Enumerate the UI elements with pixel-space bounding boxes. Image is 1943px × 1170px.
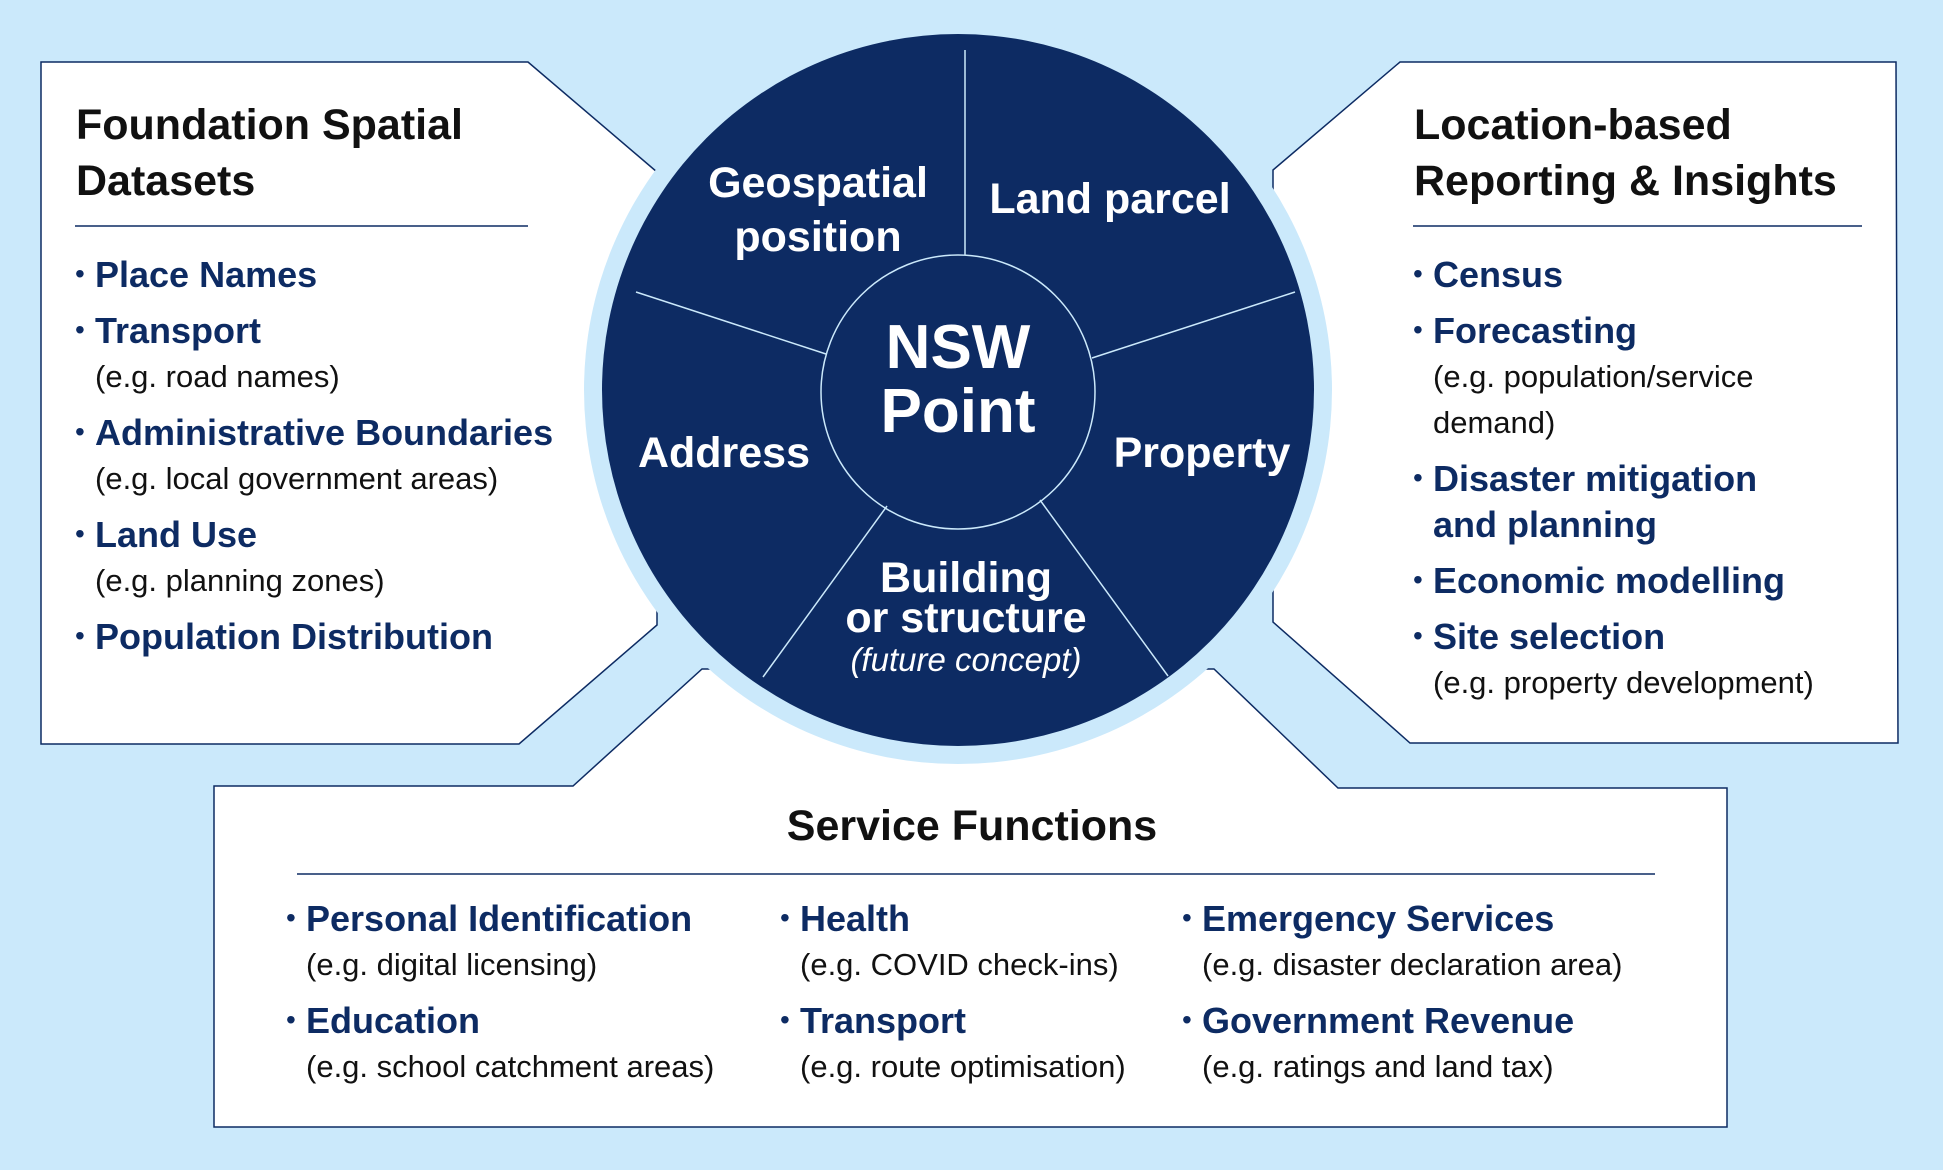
services-column-2: Health (e.g. COVID check-ins) Transport …	[780, 896, 1180, 1100]
item-note: (e.g. disaster declaration area)	[1202, 947, 1623, 982]
item-note: (e.g. planning zones)	[95, 563, 385, 598]
item-note: (e.g. ratings and land tax)	[1202, 1049, 1554, 1084]
list-item: Government Revenue (e.g. ratings and lan…	[1182, 998, 1712, 1090]
hub-divider-lower-right	[1039, 499, 1169, 677]
hub-circle	[602, 34, 1314, 746]
item-label: Education	[306, 1000, 481, 1041]
segment-label-line: Property	[1113, 429, 1291, 477]
segment-building-or-structure: Building or structure (future concept)	[826, 554, 1106, 682]
item-note: (e.g. digital licensing)	[306, 947, 598, 982]
foundation-title-line: Datasets	[76, 157, 256, 205]
segment-label-line: Address	[637, 429, 811, 477]
item-label: Population Distribution	[95, 616, 493, 657]
foundation-title-line: Foundation Spatial	[76, 101, 463, 149]
reporting-list: Census Forecasting (e.g. population/serv…	[1413, 252, 1893, 716]
item-note: (e.g. school catchment areas)	[306, 1049, 715, 1084]
hub-title-line: NSW	[885, 313, 1031, 382]
item-label: Transport	[95, 310, 262, 351]
item-note-line: demand)	[1433, 405, 1556, 440]
segment-property: Property	[1088, 426, 1316, 480]
hub-title-line: Point	[880, 377, 1036, 446]
segment-label-line: Geospatial	[708, 159, 928, 207]
item-label: Economic modelling	[1433, 560, 1786, 601]
segment-land-parcel: Land parcel	[970, 172, 1250, 226]
foundation-title: Foundation Spatial Datasets	[76, 97, 636, 209]
item-note: (e.g. road names)	[95, 359, 340, 394]
segment-label-line: position	[734, 213, 902, 261]
list-item: Population Distribution	[75, 614, 645, 660]
item-note: (e.g. property development)	[1433, 665, 1814, 700]
services-column-3: Emergency Services (e.g. disaster declar…	[1182, 896, 1712, 1100]
segment-address: Address	[618, 426, 830, 480]
segment-label-line: Land parcel	[989, 175, 1231, 223]
list-item: Education (e.g. school catchment areas)	[286, 998, 766, 1090]
list-item: Site selection (e.g. property developmen…	[1413, 614, 1893, 706]
item-label: Personal Identification	[306, 898, 693, 939]
list-item: Administrative Boundaries (e.g. local go…	[75, 410, 645, 502]
hub-divider-upper-right	[1091, 291, 1296, 359]
item-label: Government Revenue	[1202, 1000, 1575, 1041]
list-item: Economic modelling	[1413, 558, 1893, 604]
hub-divider-lower-left	[762, 505, 888, 678]
list-item: Health (e.g. COVID check-ins)	[780, 896, 1180, 988]
item-note: (e.g. COVID check-ins)	[800, 947, 1119, 982]
list-item: Forecasting (e.g. population/service dem…	[1413, 308, 1893, 446]
segment-label-line: Building	[880, 554, 1052, 602]
item-label: Site selection	[1433, 616, 1666, 657]
item-label: Health	[800, 898, 911, 939]
item-note-line: (e.g. population/service	[1433, 359, 1754, 394]
segment-note: (future concept)	[850, 641, 1082, 678]
list-item: Place Names	[75, 252, 645, 298]
item-label: Census	[1433, 254, 1564, 295]
foundation-list: Place Names Transport (e.g. road names) …	[75, 252, 645, 670]
reporting-title-line: Reporting & Insights	[1414, 157, 1837, 205]
hub-divider-upper-left	[635, 291, 827, 355]
list-item: Personal Identification (e.g. digital li…	[286, 896, 766, 988]
item-label-line: Disaster mitigation	[1433, 458, 1758, 499]
services-column-1: Personal Identification (e.g. digital li…	[286, 896, 766, 1100]
hub-inner-circle	[820, 254, 1096, 530]
item-note: (e.g. population/service demand)	[1433, 354, 1893, 446]
segment-geospatial-position: Geospatial position	[686, 156, 950, 264]
list-item: Census	[1413, 252, 1893, 298]
item-label: Disaster mitigation and planning	[1433, 456, 1893, 548]
reporting-title: Location-based Reporting & Insights	[1414, 97, 1884, 209]
item-label: Land Use	[95, 514, 258, 555]
item-label: Transport	[800, 1000, 967, 1041]
reporting-title-line: Location-based	[1414, 101, 1732, 149]
list-item: Transport (e.g. road names)	[75, 308, 645, 400]
item-label: Place Names	[95, 254, 318, 295]
item-note: (e.g. local government areas)	[95, 461, 499, 496]
list-item: Transport (e.g. route optimisation)	[780, 998, 1180, 1090]
list-item: Disaster mitigation and planning	[1413, 456, 1893, 548]
item-label-line: and planning	[1433, 504, 1657, 545]
item-note: (e.g. route optimisation)	[800, 1049, 1126, 1084]
services-title: Service Functions	[786, 802, 1158, 850]
item-label: Forecasting	[1433, 310, 1638, 351]
list-item: Emergency Services (e.g. disaster declar…	[1182, 896, 1712, 988]
segment-label-line: or structure	[845, 594, 1087, 642]
item-label: Emergency Services	[1202, 898, 1555, 939]
list-item: Land Use (e.g. planning zones)	[75, 512, 645, 604]
hub-title: NSW Point	[823, 316, 1093, 444]
item-label: Administrative Boundaries	[95, 412, 554, 453]
